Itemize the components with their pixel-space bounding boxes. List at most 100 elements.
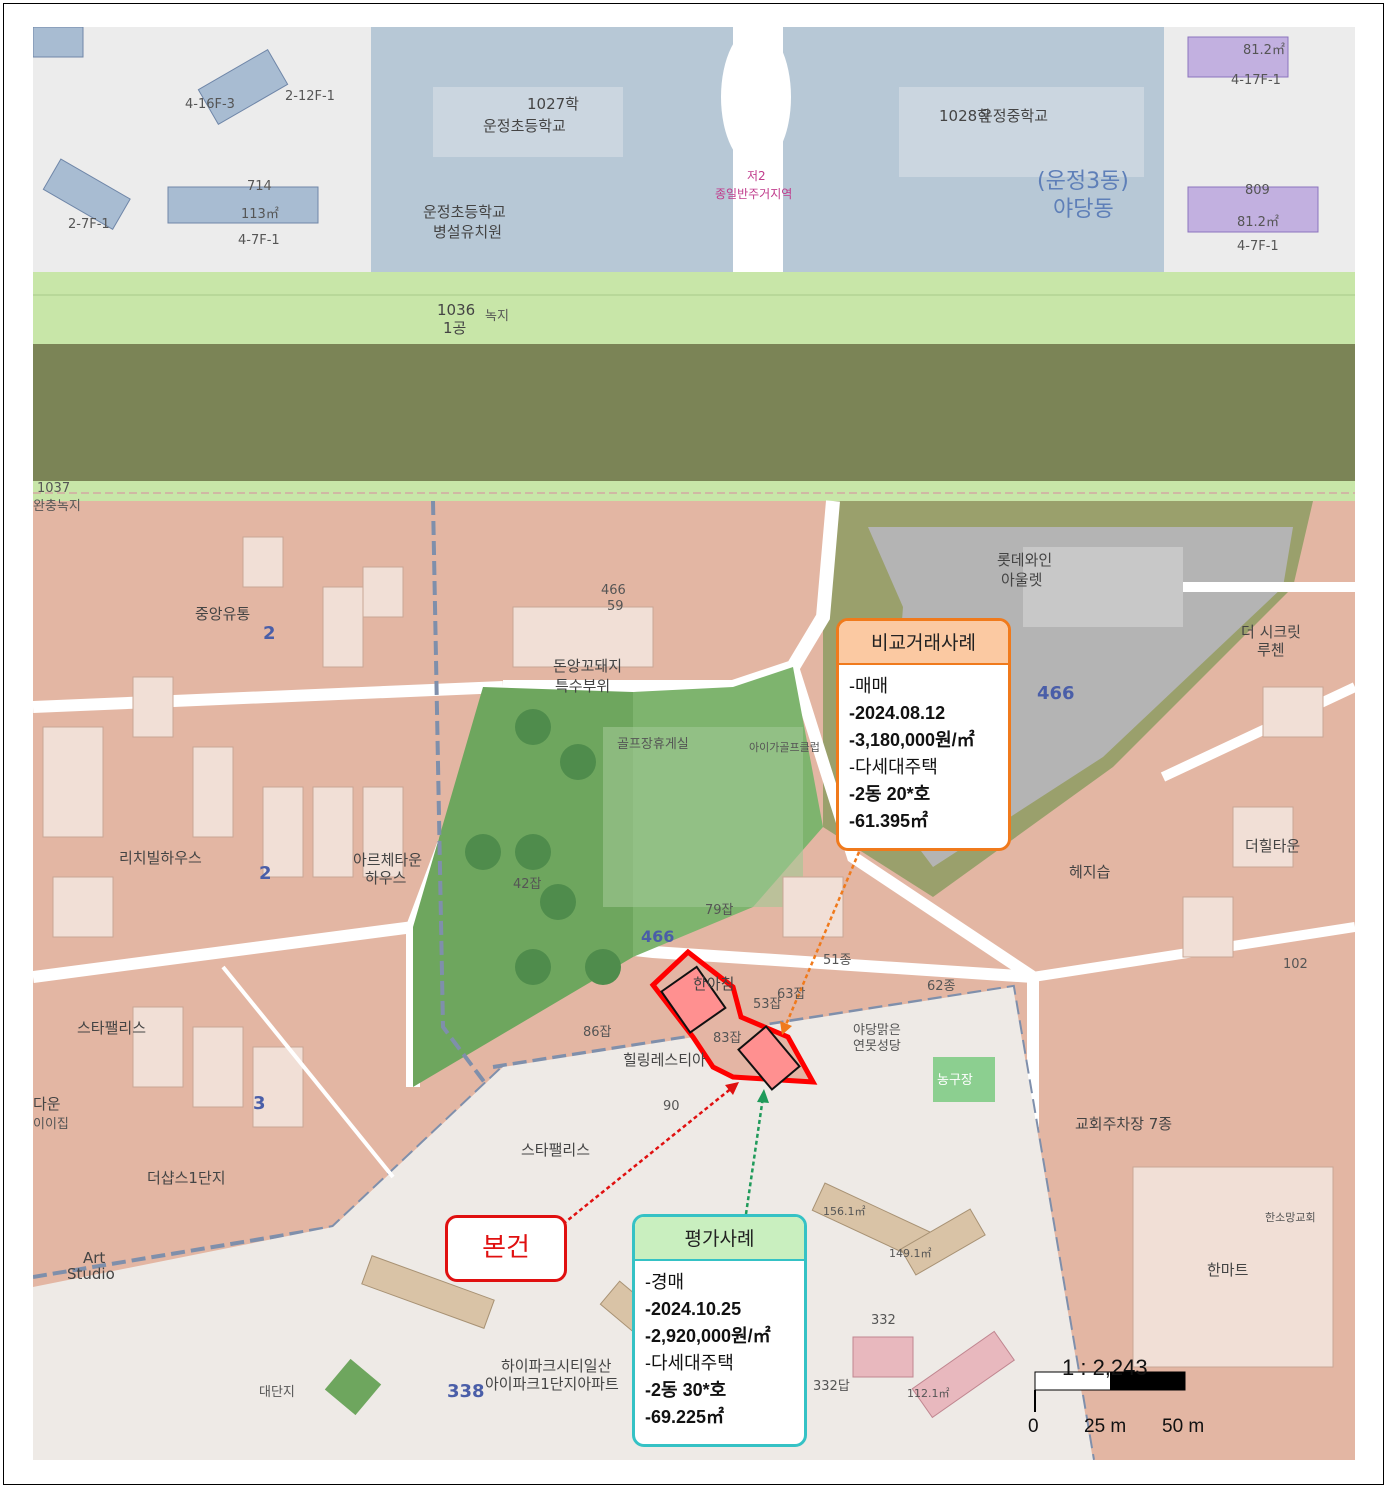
scale-tick: 50 m — [1162, 1416, 1205, 1437]
map-label-466-park: 466 — [641, 927, 675, 946]
appraisal-line: -2동 30*호 — [645, 1380, 727, 1400]
map-label-rd-2-7f: 2-7F-1 — [68, 217, 110, 232]
map-label-dong-3: 3 — [253, 1093, 266, 1114]
map-label-area-812: 81.2㎡ — [1243, 43, 1285, 58]
appraisal-line: -2,920,000원/㎡ — [645, 1326, 771, 1346]
map-label-art: Art — [83, 1249, 106, 1267]
map-label-51: 51종 — [823, 953, 852, 968]
appraisal-case-title: 평가사례 — [635, 1217, 804, 1261]
map-label-green-3: 녹지 — [485, 309, 509, 324]
map-label-area-812b: 81.2㎡ — [1237, 215, 1279, 230]
map-label-arche-1: 아르체타운 — [353, 851, 423, 869]
map-label-79: 79잡 — [705, 903, 734, 918]
map-label-kinder-2: 병설유치원 — [433, 223, 503, 241]
map-label-mid-num: 1028학 — [939, 107, 991, 125]
map-label-62: 62종 — [927, 979, 956, 994]
map-label-hipark-2: 아이파크1단지아파트 — [485, 1375, 619, 1393]
map-label-starpalace-2: 스타팰리스 — [77, 1019, 147, 1037]
map-label-secret-2: 루첸 — [1257, 641, 1285, 659]
map-label-golf: 골프장휴게실 — [617, 737, 689, 752]
map-label-kinder-1: 운정초등학교 — [423, 203, 506, 221]
map-label-dong-2: 2 — [263, 623, 276, 644]
map-label-golf-2: 아이가골프클럽 — [749, 741, 820, 754]
figure-frame — [3, 3, 1384, 1485]
map-label-hipark-1: 하이파크시티일산 — [501, 1357, 612, 1375]
map-label-zone-2: 종일반주거지역 — [715, 187, 793, 201]
map-label-hanso: 한소망교회 — [1265, 1211, 1316, 1224]
map-label-hilltown: 더힐타운 — [1245, 837, 1301, 855]
map-label-90: 90 — [663, 1099, 680, 1114]
map-label-park-42: 42잡 — [513, 877, 542, 892]
appraisal-line: -69.225㎡ — [645, 1407, 725, 1427]
map-label-83: 83잡 — [713, 1031, 742, 1046]
map-label-desang: 더샵스1단지 — [147, 1169, 226, 1187]
map-label-mid: 운정중학교 — [979, 107, 1049, 125]
map-label-church-1: 야당맑은 — [853, 1023, 901, 1038]
map-label-area-113: 113㎡ — [241, 207, 279, 222]
map-label-rd-4-17f: 4-17F-1 — [1231, 73, 1281, 88]
map-label-richville: 리치빌하우스 — [119, 849, 202, 867]
map-label-starpalace: 스타팰리스 — [521, 1141, 591, 1159]
map-label-area-1562: 156.1㎡ — [823, 1205, 866, 1218]
compare-line: -2024.08.12 — [849, 703, 946, 723]
map-label-332: 332 — [871, 1313, 896, 1328]
map-label-area-1121: 112.1㎡ — [907, 1387, 950, 1400]
map-label-53: 53잡 — [753, 997, 782, 1012]
map-label-hanah: 한아침 — [693, 975, 735, 993]
map-label-nonggu: 농구장 — [937, 1073, 973, 1088]
comparable-transaction-title: 비교거래사례 — [839, 621, 1008, 665]
map-label-daedan: 대단지 — [259, 1385, 295, 1400]
map-label-herzzip: 헤지습 — [1069, 863, 1111, 881]
map-label-332b: 332답 — [813, 1379, 850, 1394]
map-label-outlet-1: 롯데와인 — [997, 551, 1053, 569]
map-label-restaurant-1: 돈앙꼬돼지 — [553, 657, 623, 675]
map-label-studio: Studio — [67, 1265, 115, 1283]
map-label-elem-num: 1027학 — [527, 95, 579, 113]
map-label-dawoon: 다운 — [33, 1095, 61, 1113]
scale-ratio: 1 : 2,243 — [1062, 1355, 1148, 1380]
map-label-809: 809 — [1245, 183, 1270, 198]
map-label-102: 102 — [1283, 957, 1308, 972]
subject-property-label: 본건 — [445, 1215, 567, 1282]
compare-line: -다세대주택 — [849, 757, 938, 777]
compare-line: -매매 — [849, 676, 889, 696]
comparable-transaction-callout: 비교거래사례 -매매 -2024.08.12 -3,180,000원/㎡ -다세… — [836, 618, 1011, 851]
map-label-lot-466: 466 — [1037, 683, 1075, 704]
map-label-zone-1: 저2 — [747, 169, 766, 183]
map-label-arche-2: 하우스 — [365, 869, 407, 887]
map-label-band-2: 완충녹지 — [33, 499, 81, 514]
map-label-rd-4-7f-b: 4-7F-1 — [1237, 239, 1279, 254]
map-label-band-1: 1037 — [37, 481, 71, 496]
map-label-church-parking: 교회주차장 7종 — [1075, 1115, 1173, 1133]
map-label-elem: 운정초등학교 — [483, 117, 566, 135]
map-label-dong-2b: 2 — [259, 863, 272, 884]
map-label-338: 338 — [447, 1381, 485, 1402]
appraisal-line: -2024.10.25 — [645, 1299, 742, 1319]
map-label-district-2: 야당동 — [1053, 197, 1114, 222]
map-label-healing: 힐링레스티아 — [623, 1051, 706, 1069]
map-label-466-59b: 59 — [607, 599, 624, 614]
compare-line: -61.395㎡ — [849, 811, 929, 831]
appraisal-line: -경매 — [645, 1272, 685, 1292]
map-label-secret-1: 더 시크릿 — [1241, 623, 1301, 641]
map-label-church-2: 연못성당 — [853, 1039, 901, 1054]
appraisal-case-details: -경매 -2024.10.25 -2,920,000원/㎡ -다세대주택 -2동… — [635, 1261, 804, 1439]
scale-tick: 0 — [1028, 1416, 1039, 1437]
map-label-466-59: 466 — [601, 583, 626, 598]
map-label-jungang: 중앙유통 — [195, 605, 251, 623]
comparable-transaction-details: -매매 -2024.08.12 -3,180,000원/㎡ -다세대주택 -2동… — [839, 665, 1008, 843]
map-label-86: 86잡 — [583, 1025, 612, 1040]
map-label-green-2: 1공 — [443, 319, 467, 337]
map-label-outlet-2: 아울렛 — [1001, 571, 1043, 589]
map-label-rd-4-7f: 4-7F-1 — [238, 233, 280, 248]
map-label-area-1491: 149.1㎡ — [889, 1247, 932, 1260]
compare-line: -3,180,000원/㎡ — [849, 730, 975, 750]
appraisal-line: -다세대주택 — [645, 1353, 734, 1373]
map-label-district-1: (운정3동) — [1037, 169, 1129, 194]
map-label-dawoon-2: 이이집 — [33, 1117, 69, 1132]
scale-tick: 25 m — [1084, 1416, 1127, 1437]
appraisal-case-callout: 평가사례 -경매 -2024.10.25 -2,920,000원/㎡ -다세대주… — [632, 1214, 807, 1447]
map-label-63: 63잡 — [777, 987, 806, 1002]
map-label-rd-4-16f: 4-16F-3 — [185, 97, 235, 112]
map-label-rd-2-12f: 2-12F-1 — [285, 89, 335, 104]
